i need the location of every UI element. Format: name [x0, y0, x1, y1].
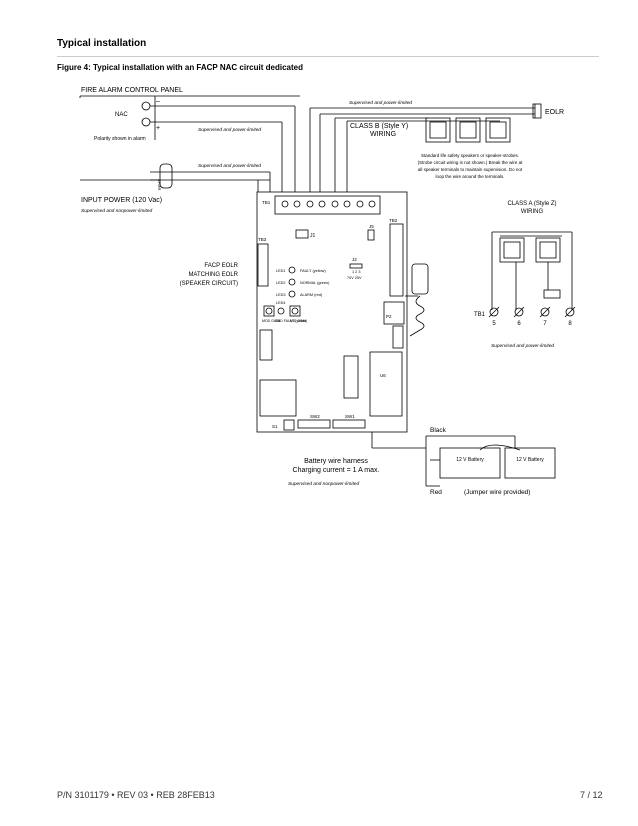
facp-eolr-3: (SPEAKER CIRCUIT) [180, 281, 238, 287]
led4-label: LED4 [276, 301, 286, 305]
battery-1-label: 12 V Battery [456, 457, 484, 463]
sw1-label: SW1 [345, 414, 355, 419]
sw2-label: SW2 [310, 414, 320, 419]
part-number: P/N 3101179 • REV 03 • REB 28FEB13 [57, 790, 215, 800]
supervised-power-2: Supervised and power-limited [198, 163, 261, 169]
class-b-line2: WIRING [370, 131, 396, 138]
battery-harness-1: Battery wire harness [304, 458, 368, 465]
p2-label: P2 [386, 314, 392, 319]
gnd-fault-label: GND FAULT (yellow) [275, 319, 307, 323]
input-power-label: INPUT POWER (120 Vac) [81, 197, 162, 204]
jumper-note: (Jumper wire provided) [464, 489, 530, 496]
xfmr-label: XFMR [157, 179, 162, 190]
supervised-nonpower-2: Supervised and nonpower-limited [288, 481, 359, 487]
nac-label: NAC [115, 112, 128, 118]
class-a-line2: WIRING [521, 209, 544, 215]
speaker-note-2: (Strobe circuit wiring is not shown.) Br… [418, 160, 524, 165]
section-title: Typical installation [57, 38, 147, 49]
tb1-term-5: 5 [492, 321, 496, 327]
speaker-note-4: loop the wire around the terminals. [435, 174, 504, 179]
nac-plus: + [156, 125, 160, 132]
j2-label: J2 [352, 257, 357, 262]
nac-minus: – [156, 98, 160, 105]
led2-label: LED2 [276, 281, 286, 285]
speaker-note-1: Standard life safety speakers or speaker… [421, 153, 519, 158]
u6-label: U6 [380, 373, 386, 378]
supervised-power-4: Supervised and power-limited [491, 343, 554, 349]
tb1-class-a-label: TB1 [474, 312, 486, 318]
led3-desc: ALARM (red) [300, 293, 323, 297]
tb2-label: TB2 [389, 218, 398, 223]
page-number: 7 / 12 [580, 790, 603, 800]
tb3-label: TB3 [258, 237, 267, 242]
facp-eolr-1: FACP EOLR [204, 263, 238, 269]
mic-gain-label: MIC GAIN [290, 319, 306, 323]
j2-pins: 1 2 3 [352, 270, 360, 274]
led3-label: LED3 [276, 293, 286, 297]
supervised-nonpower-1: Supervised and nonpower-limited [81, 208, 152, 214]
black-wire-label: Black [430, 427, 447, 434]
battery-harness-2: Charging current = 1 A max. [293, 467, 380, 474]
tb1-term-8: 8 [568, 321, 572, 327]
supervised-power-1: Supervised and power-limited [198, 127, 261, 133]
battery-2-label: 12 V Battery [516, 457, 544, 463]
figure-caption: Figure 4: Typical installation with an F… [57, 63, 303, 72]
speaker-note-3: all speaker terminals to maintain superv… [418, 167, 523, 172]
s1-label: S1 [272, 424, 278, 429]
led1-label: LED1 [276, 269, 286, 273]
class-b-line1: CLASS B (Style Y) [350, 123, 408, 130]
tb1-term-7: 7 [543, 321, 547, 327]
led2-desc: NORMAL (green) [300, 281, 330, 285]
facp-eolr-2: MATCHING EOLR [188, 272, 238, 278]
divider [57, 56, 599, 57]
j1-label: J1 [310, 233, 316, 239]
red-wire-label: Red [430, 489, 442, 496]
supervised-power-3: Supervised and power-limited [349, 100, 412, 106]
j5-label: J5 [369, 224, 374, 229]
eolr-label: EOLR [545, 109, 564, 116]
class-a-line1: CLASS A (Style Z) [507, 201, 556, 207]
facp-title: FIRE ALARM CONTROL PANEL [81, 87, 183, 94]
led1-desc: FAULT (yellow) [300, 269, 326, 273]
tb1-term-6: 6 [517, 321, 521, 327]
mod-gain-label: MOD GAIN [262, 319, 280, 323]
tb1-board-label: TB1 [262, 200, 271, 205]
polarity-note: Polarity shown in alarm [94, 136, 146, 142]
j2-voltage: 70V 25V [347, 276, 362, 280]
